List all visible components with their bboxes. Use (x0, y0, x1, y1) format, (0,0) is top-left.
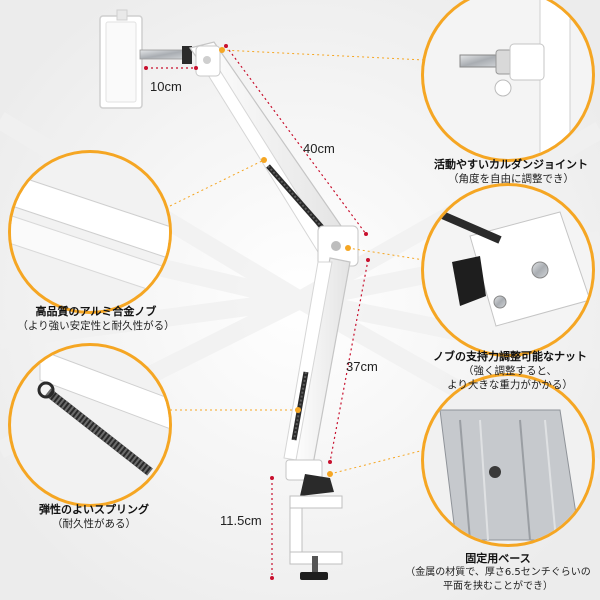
feature-desc: （耐久性がある） (52, 518, 136, 530)
feature-desc: 平面を挟むことができ） (443, 581, 553, 592)
dimension-base-post: 11.5cm (220, 513, 262, 528)
dimension-lines (146, 45, 369, 578)
feature-desc: （より強い安定性と耐久性がる） (17, 320, 175, 332)
feature-label-knob: ノブの支持力調整可能なナット （強く調整すると、 より大きな重力がかかる） (420, 350, 600, 392)
feature-label-joint: 活動やすいカルダンジョイント （角度を自由に調整でき） (422, 158, 600, 186)
detail-circle-base (421, 373, 595, 547)
feature-label-aluminum: 高品質のアルミ合金ノブ （より強い安定性と耐久性がる） (8, 305, 184, 333)
detail-circle-spring (8, 343, 172, 507)
feature-desc: （金属の材質で、厚さ6.5センチぐらいの (405, 567, 591, 578)
feature-title: 活動やすいカルダンジョイント (434, 158, 588, 171)
feature-desc: より大きな重力がかかる） (447, 379, 573, 391)
feature-title: 弾性のよいスプリング (39, 503, 149, 516)
callout-lines (169, 49, 425, 475)
feature-label-spring: 弾性のよいスプリング （耐久性がある） (14, 503, 174, 531)
base-clamp (285, 459, 343, 580)
feature-label-base: 固定用ベース （金属の材質で、厚さ6.5センチぐらいの 平面を挟むことができ） (396, 552, 600, 594)
upper-arm (189, 41, 349, 253)
detail-circle-joint (421, 0, 595, 162)
feature-title: 固定用ベース (465, 552, 531, 565)
feature-desc: （強く調整すると、 (462, 365, 558, 377)
dimension-markers (144, 44, 370, 580)
feature-title: ノブの支持力調整可能なナット (433, 350, 587, 363)
detail-circle-knob (421, 183, 595, 357)
feature-title: 高品質のアルミ合金ノブ (35, 305, 157, 318)
dimension-lower-arm: 37cm (346, 359, 378, 374)
detail-circle-aluminum (8, 150, 172, 314)
tablet-holder (99, 9, 192, 109)
feature-desc: （角度を自由に調整でき） (448, 173, 574, 185)
callout-dots (219, 47, 351, 477)
dimension-upper-arm: 40cm (303, 141, 335, 156)
dimension-holder-width: 10cm (150, 79, 182, 94)
